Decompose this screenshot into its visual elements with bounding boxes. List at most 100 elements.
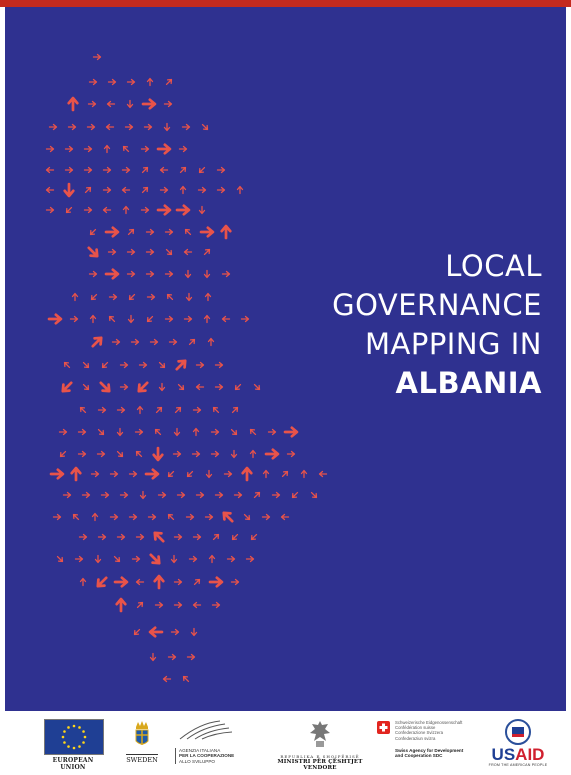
direction-arrow-icon bbox=[159, 186, 169, 194]
title-line-albania: ALBANIA bbox=[395, 366, 542, 400]
direction-arrow-icon bbox=[214, 383, 224, 391]
eu-caption: EUROPEAN UNION bbox=[52, 757, 94, 771]
direction-arrow-icon bbox=[175, 359, 187, 371]
direction-arrow-icon bbox=[140, 206, 150, 214]
direction-arrow-icon bbox=[230, 449, 238, 459]
direction-arrow-icon bbox=[137, 381, 149, 393]
eu-star-icon bbox=[82, 730, 85, 733]
direction-arrow-icon bbox=[156, 204, 172, 216]
direction-arrow-icon bbox=[222, 511, 234, 523]
direction-arrow-icon bbox=[216, 186, 226, 194]
direction-arrow-icon bbox=[124, 123, 134, 131]
direction-arrow-icon bbox=[173, 601, 183, 609]
top-accent-bar bbox=[0, 0, 571, 7]
direction-arrow-icon bbox=[153, 574, 165, 590]
direction-arrow-icon bbox=[77, 450, 87, 458]
direction-arrow-icon bbox=[59, 450, 67, 458]
swiss-line-4: Confederaziun svizra bbox=[395, 735, 436, 741]
direction-arrow-icon bbox=[231, 406, 239, 414]
direction-arrow-icon bbox=[136, 601, 144, 609]
direction-arrow-icon bbox=[204, 292, 212, 302]
direction-arrow-icon bbox=[185, 292, 193, 302]
ministry-line-1: REPUBLIKA E SHQIPËRISË bbox=[280, 754, 360, 759]
swiss-line-3: Confederazione Svizzera bbox=[395, 730, 444, 736]
direction-arrow-icon bbox=[69, 315, 79, 323]
direction-arrow-icon bbox=[94, 554, 102, 564]
direction-arrow-icon bbox=[280, 513, 290, 521]
direction-arrow-icon bbox=[89, 228, 97, 236]
direction-arrow-icon bbox=[139, 490, 147, 500]
direction-arrow-icon bbox=[163, 100, 173, 108]
direction-arrow-icon bbox=[192, 406, 202, 414]
direction-arrow-icon bbox=[127, 314, 135, 324]
title-line-governance: GOVERNANCE bbox=[332, 288, 542, 322]
usaid-logo: USAID FROM THE AMERICAN PEOPLE bbox=[483, 719, 553, 769]
eu-star-icon bbox=[72, 724, 76, 728]
direction-arrow-icon bbox=[135, 533, 145, 541]
eu-star-icon bbox=[67, 726, 70, 729]
direction-arrow-icon bbox=[283, 426, 299, 438]
direction-arrow-icon bbox=[102, 206, 112, 214]
direction-arrow-icon bbox=[143, 123, 153, 131]
direction-arrow-icon bbox=[74, 555, 84, 563]
direction-arrow-icon bbox=[177, 383, 185, 391]
direction-arrow-icon bbox=[140, 145, 150, 153]
direction-arrow-icon bbox=[164, 270, 174, 278]
direction-arrow-icon bbox=[176, 491, 186, 499]
usaid-tagline: FROM THE AMERICAN PEOPLE bbox=[488, 763, 548, 767]
direction-arrow-icon bbox=[153, 531, 165, 543]
direction-arrow-icon bbox=[204, 513, 214, 521]
direction-arrow-icon bbox=[173, 578, 183, 586]
direction-arrow-icon bbox=[47, 313, 63, 325]
direction-arrow-icon bbox=[145, 248, 155, 256]
direction-arrow-icon bbox=[220, 224, 232, 240]
usaid-us-text: US bbox=[491, 745, 516, 764]
ministry-logo: REPUBLIKA E SHQIPËRISË MINISTRI PËR ÇËSH… bbox=[265, 719, 375, 771]
direction-arrow-icon bbox=[91, 512, 99, 522]
cover-title: LOCAL GOVERNANCE MAPPING IN ALBANIA bbox=[332, 247, 542, 403]
direction-arrow-icon bbox=[107, 248, 117, 256]
direction-arrow-icon bbox=[126, 248, 136, 256]
direction-arrow-icon bbox=[61, 381, 73, 393]
direction-arrow-icon bbox=[146, 77, 154, 87]
direction-arrow-icon bbox=[87, 246, 99, 258]
direction-arrow-icon bbox=[144, 468, 160, 480]
aics-line-1: AGENZIA ITALIANA bbox=[179, 748, 221, 753]
eu-star-icon bbox=[63, 730, 66, 733]
direction-arrow-icon bbox=[166, 293, 174, 301]
direction-arrow-icon bbox=[234, 383, 242, 391]
direction-arrow-icon bbox=[138, 361, 148, 369]
direction-arrow-icon bbox=[281, 470, 289, 478]
swiss-line-1: Schweizerische Eidgenossenschaft bbox=[395, 720, 463, 725]
direction-arrow-icon bbox=[121, 186, 131, 194]
direction-arrow-icon bbox=[127, 228, 135, 236]
direction-arrow-icon bbox=[97, 428, 105, 436]
direction-arrow-icon bbox=[310, 491, 318, 499]
direction-arrow-icon bbox=[72, 513, 80, 521]
direction-arrow-icon bbox=[101, 361, 109, 369]
direction-arrow-icon bbox=[223, 470, 233, 478]
direction-arrow-icon bbox=[162, 675, 172, 683]
direction-arrow-icon bbox=[149, 553, 161, 565]
direction-arrow-icon bbox=[188, 555, 198, 563]
aics-line-3: ALLO SVILUPPO bbox=[179, 758, 216, 764]
eu-star-icon bbox=[82, 741, 85, 744]
direction-arrow-icon bbox=[65, 206, 73, 214]
direction-arrow-icon bbox=[249, 449, 257, 459]
direction-arrow-icon bbox=[141, 98, 157, 110]
direction-arrow-icon bbox=[197, 186, 207, 194]
direction-arrow-icon bbox=[182, 675, 190, 683]
direction-arrow-icon bbox=[181, 123, 191, 131]
direction-arrow-icon bbox=[174, 406, 182, 414]
direction-arrow-icon bbox=[149, 652, 157, 662]
direction-arrow-icon bbox=[152, 446, 164, 462]
direction-arrow-icon bbox=[146, 293, 156, 301]
direction-arrow-icon bbox=[115, 597, 127, 613]
direction-arrow-icon bbox=[267, 428, 277, 436]
eu-star-icon bbox=[67, 745, 70, 748]
direction-arrow-icon bbox=[97, 533, 107, 541]
direction-arrow-icon bbox=[116, 450, 124, 458]
direction-arrow-icon bbox=[100, 491, 110, 499]
direction-arrow-icon bbox=[236, 185, 244, 195]
direction-arrow-icon bbox=[198, 166, 206, 174]
